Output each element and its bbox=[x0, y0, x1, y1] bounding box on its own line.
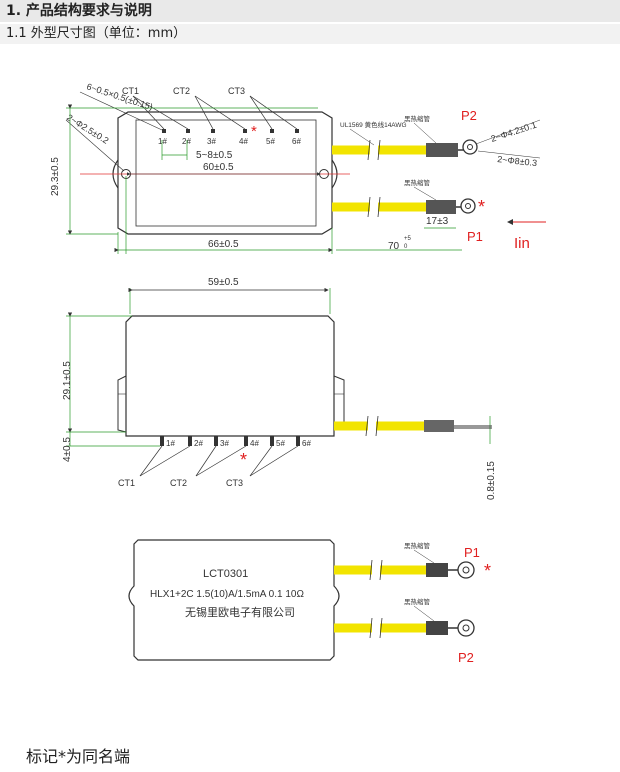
dim-side-top-width: 59±0.5 bbox=[208, 277, 239, 288]
section-subtitle: 1.1 外型尺寸图（单位：mm） bbox=[0, 24, 620, 44]
bottom-p1-star: * bbox=[484, 561, 491, 581]
side-pin-2: 2# bbox=[194, 439, 203, 448]
side-pin-star: * bbox=[240, 450, 247, 470]
top-view: 1# 2# 3# 4# 5# 6# * CT1 CT2 CT3 6~0.5×0.… bbox=[50, 81, 546, 254]
side-pin-numbers: 1# 2# 3# 4# 5# 6# bbox=[166, 439, 311, 448]
bottom-model: LCT0301 bbox=[203, 568, 248, 580]
dim-hole-span: 60±0.5 bbox=[203, 162, 234, 173]
side-ct1-label: CT1 bbox=[118, 478, 135, 488]
top-ct2-label: CT2 bbox=[173, 86, 190, 96]
top-body-outline bbox=[117, 111, 333, 235]
dim-pin-tolerance: 6~0.5×0.5(±0.15) bbox=[85, 81, 154, 112]
side-pins bbox=[160, 436, 300, 446]
dim-lead: 70 bbox=[388, 241, 400, 252]
pin-1-label: 1# bbox=[158, 137, 167, 146]
side-pin-4: 4# bbox=[250, 439, 259, 448]
bottom-sleeve-1: 黑热缩管 bbox=[404, 541, 431, 550]
bottom-body-outline bbox=[128, 539, 340, 661]
bottom-label-p2: P2 bbox=[458, 650, 474, 665]
dim-top-width: 66±0.5 bbox=[208, 239, 239, 250]
side-wire bbox=[334, 415, 492, 437]
bottom-view: LCT0301 HLX1+2C 1.5(10)A/1.5mA 0.1 10Ω 无… bbox=[128, 539, 491, 665]
top-label-p2: P2 bbox=[461, 108, 477, 123]
pin-3-label: 3# bbox=[207, 137, 216, 146]
side-pin-5: 5# bbox=[276, 439, 285, 448]
dim-pin-length: 4±0.5 bbox=[62, 437, 73, 462]
dim-thickness: 0.8±0.15 bbox=[486, 461, 497, 500]
dim-top-height: 29.3±0.5 bbox=[50, 157, 61, 196]
bottom-company: 无锡里欧电子有限公司 bbox=[185, 605, 295, 619]
pin-6-label: 6# bbox=[292, 137, 301, 146]
dim-pin-pitch: 5~8±0.5 bbox=[196, 150, 233, 161]
top-wire-p2 bbox=[332, 139, 478, 161]
pin-4-label: 4# bbox=[239, 137, 248, 146]
side-pin-3: 3# bbox=[220, 439, 229, 448]
top-pin-squares bbox=[162, 129, 299, 133]
top-wire-p1 bbox=[332, 196, 476, 218]
bottom-label-p1: P1 bbox=[464, 545, 480, 560]
top-ct3-label: CT3 bbox=[228, 86, 245, 96]
dim-strip: 17±3 bbox=[426, 216, 449, 227]
outline-drawing: 1# 2# 3# 4# 5# 6# * CT1 CT2 CT3 6~0.5×0.… bbox=[50, 81, 546, 665]
side-pin-1: 1# bbox=[166, 439, 175, 448]
top-p1-star: * bbox=[478, 197, 485, 217]
side-ct3-label: CT3 bbox=[226, 478, 243, 488]
bottom-wire-p2 bbox=[334, 617, 475, 639]
bottom-sleeve-2: 黑热缩管 bbox=[404, 597, 431, 606]
dim-side-height: 29.1±0.5 bbox=[62, 361, 73, 400]
dim-hole: 2~Φ2.5±0.2 bbox=[65, 112, 111, 146]
dim-ring-outer: 2~Φ8±0.3 bbox=[497, 154, 538, 168]
sleeve-label-top-2: 黑热缩管 bbox=[404, 178, 431, 187]
side-ct2-label: CT2 bbox=[170, 478, 187, 488]
top-label-iin: Iin bbox=[514, 235, 530, 252]
section-title: 1. 产品结构要求与说明 bbox=[0, 0, 620, 22]
bottom-spec: HLX1+2C 1.5(10)A/1.5mA 0.1 10Ω bbox=[150, 589, 304, 600]
pin-5-label: 5# bbox=[266, 137, 275, 146]
sleeve-label-top: 黑热缩管 bbox=[404, 114, 431, 123]
dim-lead-tol-upper: +5 bbox=[404, 236, 412, 242]
wire-spec-label: UL1569 黄色线14AWG bbox=[340, 120, 407, 129]
side-pin-6: 6# bbox=[302, 439, 311, 448]
footnote: 标记*为同名端 bbox=[26, 747, 131, 766]
dim-lead-tol-lower: 0 bbox=[404, 244, 408, 250]
side-body-outline bbox=[125, 315, 335, 437]
side-view: 59±0.5 29.1±0.5 4±0.5 0.8±0.15 1# bbox=[62, 277, 497, 500]
top-label-p1: P1 bbox=[467, 229, 483, 244]
bottom-wire-p1 bbox=[334, 559, 475, 581]
top-ct1-label: CT1 bbox=[122, 86, 139, 96]
top-pin-star: * bbox=[251, 123, 257, 140]
